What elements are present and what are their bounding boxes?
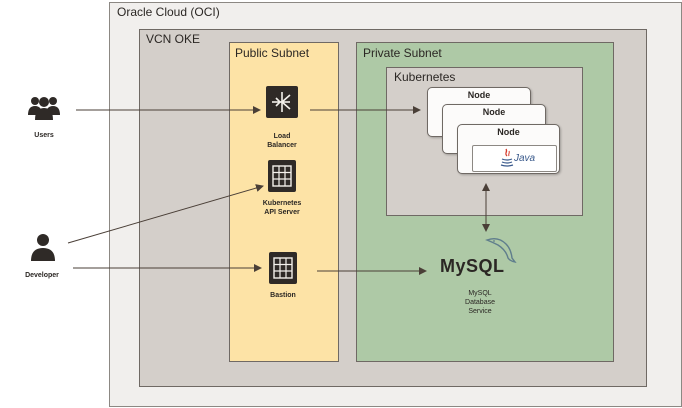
mysql-label-line1: MySQL — [468, 290, 492, 297]
kubernetes-title: Kubernetes — [394, 70, 456, 84]
public-subnet-title: Public Subnet — [235, 46, 310, 60]
mysql-label-line3: Service — [468, 308, 492, 315]
private-subnet-title: Private Subnet — [363, 46, 442, 60]
java-logo-text: Java — [514, 153, 536, 164]
developer-label: Developer — [25, 272, 59, 279]
mysql-logo-text: MySQL — [440, 256, 505, 276]
load-balancer-label-line1: Load — [273, 133, 291, 140]
arrow-dev-to-api — [67, 184, 264, 244]
mysql-logo: MySQL — [440, 236, 520, 280]
node-label: Node — [482, 107, 506, 117]
oci-title: Oracle Cloud (OCI) — [117, 5, 220, 19]
load-balancer-label: Load Balancer — [255, 132, 309, 150]
vcn-title: VCN OKE — [146, 32, 201, 46]
node-card-3: Node Java — [457, 124, 560, 174]
java-badge: Java — [472, 145, 557, 172]
mysql-service-label: MySQL Database Service — [450, 289, 510, 316]
dolphin-icon — [485, 237, 517, 264]
api-server-label-line1: Kubernetes — [262, 200, 302, 207]
load-balancer-label-line2: Balancer — [267, 142, 297, 149]
bastion-icon — [269, 252, 297, 284]
api-server-icon — [268, 160, 296, 192]
users-label: Users — [34, 132, 54, 139]
api-server-label: Kubernetes API Server — [252, 199, 312, 217]
api-server-label-line2: API Server — [264, 209, 300, 216]
bastion-label: Bastion — [270, 292, 296, 299]
node-label: Node — [467, 90, 491, 100]
load-balancer-icon — [266, 86, 298, 118]
developer-icon — [31, 234, 55, 261]
node-label: Node — [497, 127, 520, 137]
java-cup-icon — [500, 148, 514, 167]
users-icon — [28, 97, 60, 120]
mysql-label-line2: Database — [465, 299, 495, 306]
